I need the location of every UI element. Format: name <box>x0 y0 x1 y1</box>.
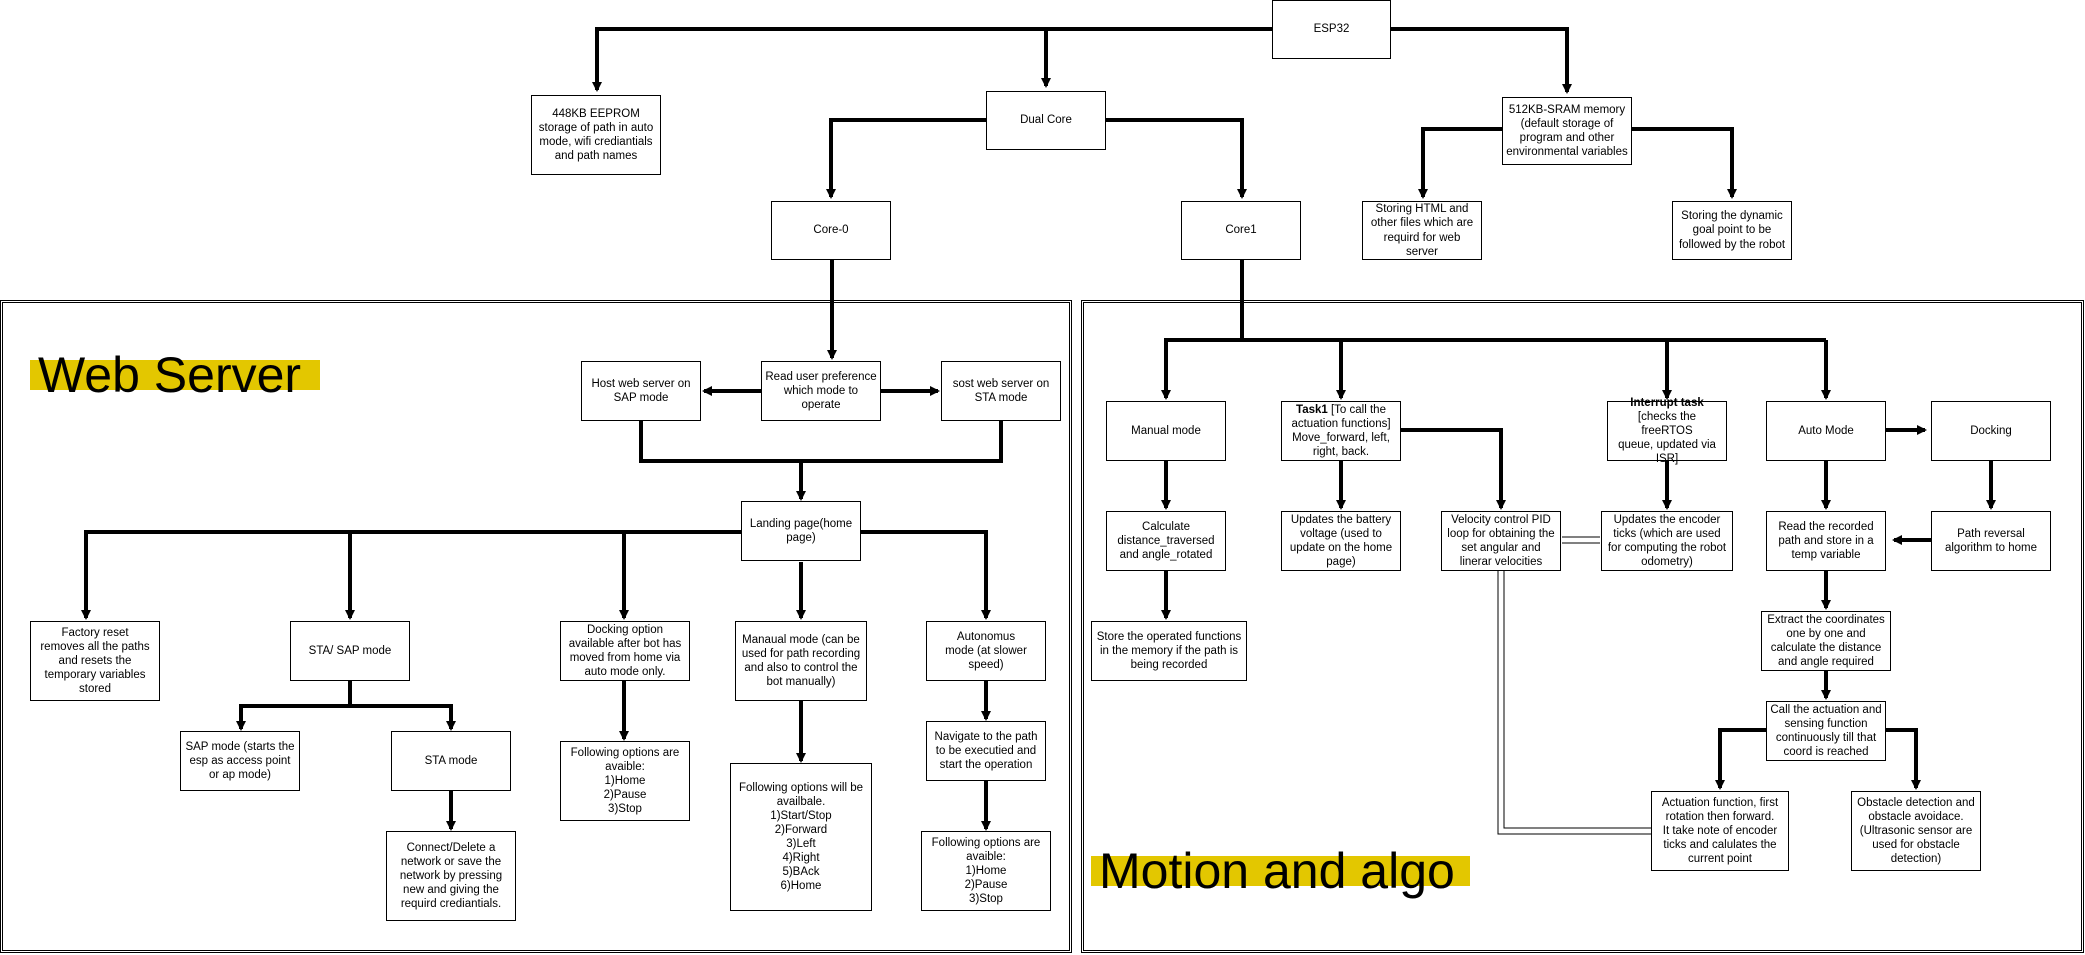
edge-pid-actuation-b <box>1503 571 1651 829</box>
manual-mode-web-node: Manaual mode (can be used for path recor… <box>735 621 867 701</box>
web-server-title: Web Server <box>38 347 302 403</box>
landing-page-node: Landing page(home page) <box>741 501 861 561</box>
manual-mode-node: Manual mode <box>1106 401 1226 461</box>
core0-node: Core-0 <box>771 201 891 260</box>
auto-options-node: Following options are avaible: 1)Home 2)… <box>921 831 1051 911</box>
host-sta-node: sost web server on STA mode <box>941 361 1061 421</box>
battery-node: Updates the battery voltage (used to upd… <box>1281 511 1401 571</box>
task1-node: Task1 [To call the actuation functions] … <box>1281 401 1401 461</box>
esp32-node: ESP32 <box>1272 0 1391 59</box>
docking-options-node: Following options are avaible: 1)Home 2)… <box>560 741 690 821</box>
task1-description: [To call the actuation functions] Move_f… <box>1291 403 1391 459</box>
task1-title: Task1 <box>1296 403 1328 416</box>
eeprom-node: 448KB EEPROM storage of path in auto mod… <box>531 95 661 175</box>
edge-esp32-eeprom <box>592 27 1272 92</box>
edge-hosts-landing <box>639 421 1003 463</box>
edge-sram-goal <box>1632 127 1737 199</box>
docking-node: Docking <box>1931 401 2051 461</box>
actuation-function-node: Actuation function, first rotation then … <box>1651 791 1789 871</box>
interrupt-task-node: Interrupt task [checks the freeRTOS queu… <box>1607 397 1727 465</box>
obstacle-detection-node: Obstacle detection and obstacle avoidace… <box>1851 791 1981 871</box>
edge-stasap-sta <box>350 704 456 731</box>
store-functions-node: Store the operated functions in the memo… <box>1091 621 1247 681</box>
motion-algo-banner: Motion and algo <box>1091 846 1470 896</box>
call-actuation-node: Call the actuation and sensing function … <box>1766 701 1886 761</box>
navigate-node: Navigate to the path to be executied and… <box>926 721 1046 781</box>
host-sap-node: Host web server on SAP mode <box>581 361 701 421</box>
interrupt-text: Interrupt task [checks the freeRTOS queu… <box>1611 396 1723 466</box>
edge-pid-actuation-a <box>1497 571 1651 835</box>
autonomus-node: Autonomus mode (at slower speed) <box>926 621 1046 681</box>
dynamic-goal-node: Storing the dynamic goal point to be fol… <box>1672 201 1792 260</box>
auto-mode-node: Auto Mode <box>1766 401 1886 461</box>
calc-distance-node: Calculate distance_traversed and angle_r… <box>1106 511 1226 571</box>
task1-text: Task1 [To call the actuation functions] … <box>1291 403 1390 459</box>
sta-mode-node: STA mode <box>391 731 511 791</box>
edge-bus-manual <box>1161 338 1826 400</box>
motion-algo-title: Motion and algo <box>1099 843 1455 899</box>
motion-algo-section <box>1081 300 2084 953</box>
edge-call-actuation <box>1715 728 1766 790</box>
interrupt-description: [checks the freeRTOS queue, updated via … <box>1618 410 1716 466</box>
encoder-node: Updates the encoder ticks (which are use… <box>1601 511 1733 571</box>
pid-loop-node: Velocity control PID loop for obtaining … <box>1441 511 1561 571</box>
sap-mode-node: SAP mode (starts the esp as access point… <box>180 731 300 791</box>
sram-node: 512KB-SRAM memory (default storage of pr… <box>1502 97 1632 165</box>
edge-esp32-sram <box>1391 27 1572 94</box>
core1-node: Core1 <box>1181 201 1301 260</box>
edge-call-obstacle <box>1886 728 1921 790</box>
html-files-node: Storing HTML and other files which are r… <box>1362 201 1482 260</box>
read-preference-node: Read user preference which mode to opera… <box>761 361 881 421</box>
manual-options-node: Following options will be availbale. 1)S… <box>730 763 872 911</box>
edge-task1-pid <box>1401 428 1506 510</box>
interrupt-title: Interrupt task <box>1630 396 1704 409</box>
path-reversal-node: Path reversal algorithm to home <box>1931 511 2051 571</box>
sta-sap-mode-node: STA/ SAP mode <box>290 621 410 681</box>
docking-option-node: Docking option available after bot has m… <box>560 621 690 681</box>
edge-landing-factory <box>81 530 741 620</box>
dual-core-node: Dual Core <box>986 91 1106 150</box>
read-path-node: Read the recorded path and store in a te… <box>1766 511 1886 571</box>
edge-dualcore-core0 <box>826 118 986 199</box>
web-server-section <box>0 300 1072 953</box>
edge-sram-html <box>1418 127 1502 199</box>
web-server-banner: Web Server <box>30 350 320 400</box>
edge-landing-autonomus <box>861 530 991 620</box>
extract-coords-node: Extract the coordinates one by one and c… <box>1761 611 1891 671</box>
factory-reset-node: Factory reset removes all the paths and … <box>30 621 160 701</box>
edge-dualcore-core1 <box>1106 118 1247 199</box>
connect-delete-node: Connect/Delete a network or save the net… <box>386 831 516 921</box>
edge-stasap-split <box>236 681 352 731</box>
